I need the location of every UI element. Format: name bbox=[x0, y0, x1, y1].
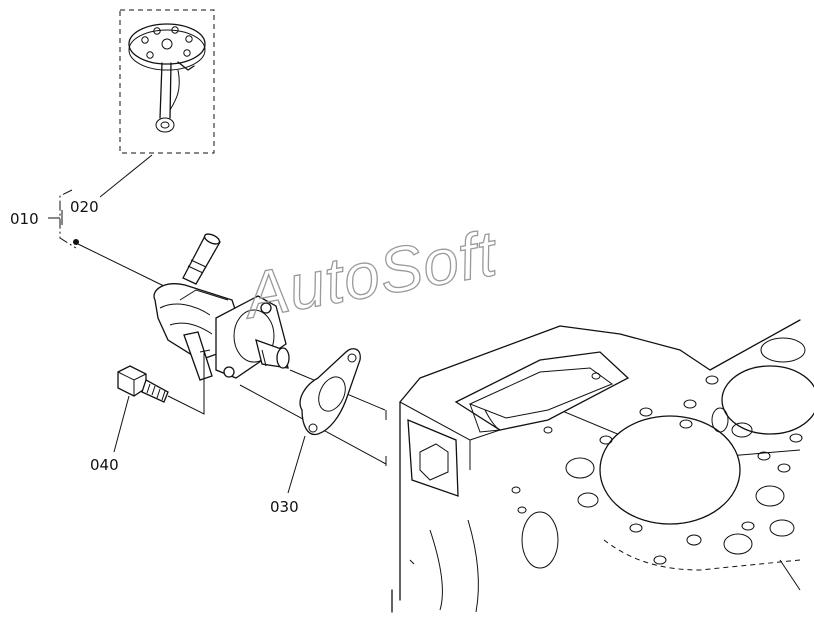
detail-box-020 bbox=[119, 9, 215, 154]
leader-030 bbox=[287, 435, 306, 494]
leader-020 bbox=[99, 154, 153, 198]
leader-040 bbox=[113, 395, 130, 453]
bolt-040 bbox=[117, 352, 205, 415]
callout-010: 010 bbox=[10, 210, 39, 228]
callout-030: 030 bbox=[270, 498, 299, 516]
engine-block bbox=[391, 319, 814, 613]
fuel-pump bbox=[153, 233, 290, 381]
callout-040: 040 bbox=[90, 456, 119, 474]
watermark-autosoft: AutoSoft bbox=[236, 217, 503, 333]
callout-020: 020 bbox=[70, 198, 99, 216]
gasket-030 bbox=[299, 348, 361, 436]
callout-010-bracket bbox=[48, 189, 79, 249]
